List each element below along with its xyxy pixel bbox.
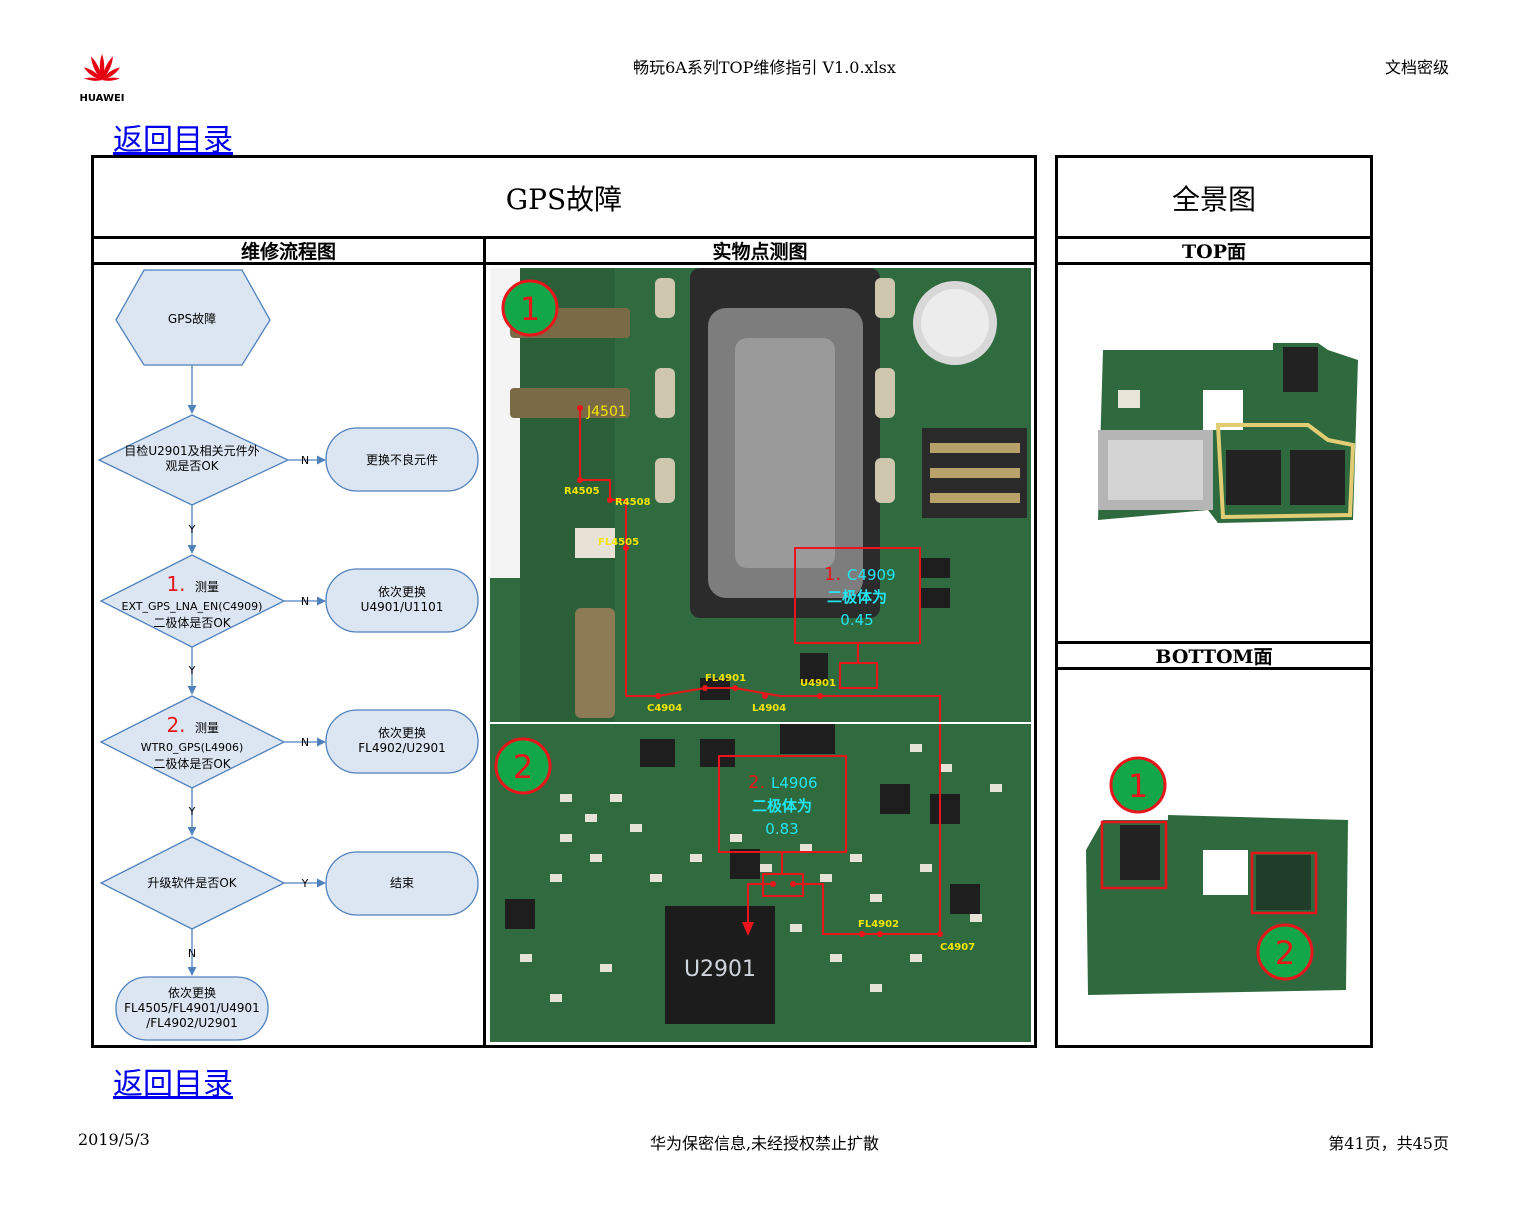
svg-text:2.: 2.	[166, 713, 185, 737]
svg-text:Y: Y	[301, 877, 309, 890]
svg-text:Y: Y	[188, 664, 196, 677]
main-table-title: GPS故障	[505, 182, 623, 216]
pcb-photo-2: U2901 2 FL4902 C4907 2. L4906 二极体为 0.83	[490, 724, 1031, 1042]
overview-title: 全景图	[1171, 182, 1256, 216]
svg-text:依次更换: 依次更换	[378, 725, 426, 740]
huawei-logo: HUAWEI	[79, 54, 125, 104]
svg-text:N: N	[301, 454, 309, 467]
svg-text:J4501: J4501	[586, 404, 627, 420]
svg-text:U4901/U1101: U4901/U1101	[361, 600, 444, 614]
bottom-marker-1: 1	[1128, 767, 1148, 805]
back-to-toc-link-top[interactable]: 返回目录	[113, 123, 233, 158]
flow-action-replace-fl4902	[325, 709, 479, 774]
svg-text:目检U2901及相关元件外: 目检U2901及相关元件外	[124, 443, 259, 458]
svg-text:更换不良元件: 更换不良元件	[366, 452, 438, 467]
svg-text:N: N	[301, 736, 309, 749]
flow-action-end	[325, 851, 479, 916]
svg-text:FL4505/FL4901/U4901: FL4505/FL4901/U4901	[124, 1001, 260, 1015]
svg-text:测量: 测量	[195, 580, 219, 594]
svg-text:FL4505: FL4505	[598, 537, 639, 548]
svg-text:结束: 结束	[390, 876, 414, 890]
svg-text:HUAWEI: HUAWEI	[79, 93, 124, 104]
svg-text:GPS故障: GPS故障	[168, 311, 216, 326]
svg-text:1.: 1.	[824, 564, 841, 585]
svg-text:1.: 1.	[166, 572, 185, 596]
svg-text:C4907: C4907	[940, 942, 975, 953]
svg-text:二极体为: 二极体为	[752, 797, 812, 815]
flow-start-hexagon	[115, 269, 271, 366]
svg-text:观是否OK: 观是否OK	[165, 459, 219, 473]
svg-text:U4901: U4901	[800, 678, 836, 689]
svg-text:测量: 测量	[195, 721, 219, 735]
svg-text:二极体为: 二极体为	[827, 588, 887, 606]
svg-text:0.83: 0.83	[765, 820, 798, 838]
svg-text:Y: Y	[188, 523, 196, 536]
svg-text:2.: 2.	[748, 772, 765, 793]
flow-action-final-replace	[115, 976, 269, 1041]
file-title: 畅玩6A系列TOP维修指引 V1.0.xlsx	[633, 58, 896, 77]
bottom-marker-2: 2	[1275, 934, 1295, 972]
svg-text:2: 2	[513, 748, 533, 786]
svg-text:依次更换: 依次更换	[168, 985, 216, 1000]
svg-text:EXT_GPS_LNA_EN(C4909): EXT_GPS_LNA_EN(C4909)	[122, 600, 263, 613]
bottom-side-label: BOTTOM面	[1155, 646, 1273, 668]
svg-text:C4904: C4904	[647, 703, 682, 714]
board-top-overview	[1098, 343, 1358, 523]
svg-text:1: 1	[520, 290, 540, 328]
flowchart-header: 维修流程图	[240, 241, 336, 263]
svg-text:/FL4902/U2901: /FL4902/U2901	[146, 1016, 238, 1030]
footer-page: 第41页，共45页	[1328, 1134, 1449, 1153]
svg-text:R4508: R4508	[615, 497, 651, 508]
svg-text:L4904: L4904	[752, 703, 786, 714]
footer-notice: 华为保密信息,未经授权禁止扩散	[649, 1134, 880, 1153]
svg-text:Y: Y	[188, 805, 196, 818]
svg-text:L4906: L4906	[771, 774, 818, 792]
flow-action-replace-bad	[325, 427, 479, 492]
svg-text:N: N	[188, 947, 196, 960]
svg-text:U2901: U2901	[684, 957, 756, 982]
svg-text:C4909: C4909	[847, 566, 896, 584]
svg-text:FL4902/U2901: FL4902/U2901	[358, 741, 446, 755]
classification-label: 文档密级	[1384, 58, 1449, 77]
repair-flowchart: GPS故障 目检U2901及相关元件外 观是否OK 更换不良元件 1. 测量 E…	[97, 269, 479, 1041]
photo-header: 实物点测图	[712, 241, 808, 263]
flow-action-replace-u4901	[325, 568, 479, 633]
footer-date: 2019/5/3	[78, 1130, 150, 1149]
svg-text:0.45: 0.45	[840, 611, 873, 629]
svg-text:升级软件是否OK: 升级软件是否OK	[147, 876, 237, 890]
back-to-toc-link-bottom[interactable]: 返回目录	[113, 1067, 233, 1102]
pcb-photo-1: 1 J4501 R4505 R4508 FL4505 C4904 FL4901 …	[490, 268, 1031, 722]
svg-text:FL4901: FL4901	[705, 673, 746, 684]
svg-text:FL4902: FL4902	[858, 919, 899, 930]
board-bottom-overview: 1 2	[1086, 756, 1348, 995]
svg-text:二极体是否OK: 二极体是否OK	[153, 757, 231, 771]
top-side-label: TOP面	[1182, 241, 1246, 263]
svg-text:二极体是否OK: 二极体是否OK	[153, 616, 231, 630]
svg-text:WTR0_GPS(L4906): WTR0_GPS(L4906)	[141, 741, 244, 754]
svg-text:R4505: R4505	[564, 486, 600, 497]
svg-text:依次更换: 依次更换	[378, 584, 426, 599]
svg-text:N: N	[301, 595, 309, 608]
